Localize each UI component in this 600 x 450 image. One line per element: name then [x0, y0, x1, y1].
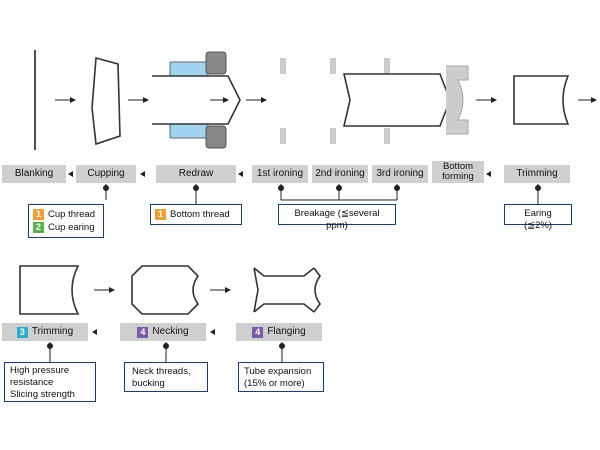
stage-bottom-forming: Bottom forming: [432, 161, 484, 183]
defect-number-badge: 1: [155, 209, 166, 220]
stage-1st-ironing: 1st ironing: [252, 165, 308, 183]
flanging-note-box: Tube expansion (15% or more): [238, 362, 324, 392]
ironed-can: [342, 73, 451, 127]
flanged-can: [253, 267, 321, 313]
trimming-note-box: High pressure resistance Slicing strengt…: [4, 362, 96, 402]
redraw-die-bottom: [169, 123, 209, 139]
defect-bottom-thread: Bottom thread: [170, 208, 230, 220]
redraw-die-top: [169, 61, 209, 77]
defect-cup-thread: Cup thread: [48, 208, 96, 220]
ironing-ring-3-top: [384, 58, 390, 74]
stage-number-badge: 4: [137, 326, 149, 338]
stage-number-badge: 4: [252, 326, 264, 338]
redraw-cup: [152, 75, 241, 125]
stage-2nd-ironing: 2nd ironing: [312, 165, 368, 183]
redraw-defects-box: 1 Bottom thread: [150, 204, 242, 225]
ironing-ring-2-top: [330, 58, 336, 74]
ironing-defect-box: Breakage (≦several ppm): [278, 204, 396, 231]
stage-redraw: Redraw: [156, 165, 236, 183]
ironing-ring-1-top: [280, 58, 286, 74]
necking-note-box: Neck threads, bucking: [124, 362, 208, 392]
necked-can: [131, 265, 200, 315]
stage-number-badge: 3: [16, 326, 28, 338]
stage-trimming: Trimming: [504, 165, 570, 183]
cup-shape: [91, 56, 121, 146]
defect-number-badge: 2: [33, 222, 44, 233]
stage-3rd-ironing: 3rd ironing: [372, 165, 428, 183]
stage-blanking: Blanking: [2, 165, 66, 183]
bottom-forming-die: [446, 65, 469, 135]
stage-cupping: Cupping: [76, 165, 136, 183]
defect-number-badge: 1: [33, 209, 44, 220]
trim-can-row2: [19, 265, 80, 315]
cupping-defects-box: 1 Cup thread 2 Cup earing: [28, 204, 104, 238]
defect-cup-earing: Cup earing: [48, 221, 95, 233]
trimmed-can: [513, 75, 570, 125]
trimming-defect-box: Earing (≦2%): [504, 204, 572, 231]
